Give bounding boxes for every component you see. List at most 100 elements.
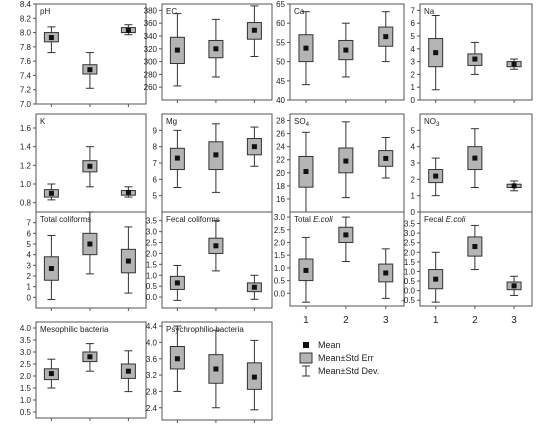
y-tick-label: 2.8 <box>146 387 158 396</box>
mean-marker <box>213 46 219 52</box>
panel-title: SO4 <box>294 117 310 128</box>
box-group-3 <box>246 274 262 300</box>
y-tick-label: 320 <box>144 45 158 54</box>
box-group-1 <box>169 13 185 87</box>
y-tick-label: 2.0 <box>20 372 32 381</box>
mean-marker <box>343 158 349 164</box>
y-tick-label: 2 <box>27 272 32 281</box>
y-tick-label: 380 <box>144 6 158 15</box>
y-tick-label: 340 <box>144 32 158 41</box>
mean-marker <box>303 45 309 51</box>
y-tick-label: 280 <box>144 70 158 79</box>
panel-title: Fecal E.coli <box>424 215 466 224</box>
y-tick-label: 6 <box>27 229 32 238</box>
mean-marker <box>174 47 180 53</box>
box-group-1 <box>298 11 314 86</box>
mean-marker <box>251 27 257 33</box>
y-tick-label: 0.8 <box>20 199 32 208</box>
y-tick-label: 2.0 <box>146 249 158 258</box>
panel-title: EC <box>166 7 177 16</box>
y-tick-label: 1.0 <box>20 396 32 405</box>
box-group-1 <box>169 129 185 188</box>
box-group-2 <box>208 18 224 78</box>
y-tick-label: 7.0 <box>20 100 32 109</box>
y-tick-label: 20 <box>276 169 285 178</box>
panel-title: Total coliforms <box>40 215 91 224</box>
y-tick-label: 3 <box>27 261 32 270</box>
mean-marker <box>472 56 478 62</box>
panel-title: pH <box>40 7 50 16</box>
box-group-2 <box>208 329 224 409</box>
box-group-3 <box>120 226 136 294</box>
x-category-label: 3 <box>383 315 389 326</box>
mean-marker <box>48 371 54 377</box>
box-group-3 <box>378 11 394 63</box>
y-tick-label: 65 <box>276 0 285 9</box>
x-category-label: 1 <box>303 315 309 326</box>
y-tick-label: 8.4 <box>20 0 32 9</box>
panel-title: Fecal coliforms <box>166 215 220 224</box>
mean-marker <box>213 152 219 158</box>
panel-k: 0.81.01.21.41.6K <box>20 113 147 215</box>
box-group-3 <box>246 5 262 57</box>
y-tick-label: 6 <box>153 175 158 184</box>
panel-frame <box>161 211 273 309</box>
legend-item-sd: Mean±Std Dev. <box>302 365 379 377</box>
mean-marker <box>303 267 309 273</box>
y-tick-label: 8.2 <box>20 14 32 23</box>
box-group-1 <box>428 251 444 303</box>
mean-marker <box>48 35 54 41</box>
box-group-1 <box>428 157 444 197</box>
y-tick-label: 2.0 <box>404 248 416 257</box>
box-group-2 <box>338 121 354 199</box>
y-tick-label: 1.0 <box>20 180 32 189</box>
y-tick-label: 7 <box>153 159 158 168</box>
y-tick-label: 3.0 <box>146 228 158 237</box>
y-tick-label: 1.0 <box>404 267 416 276</box>
y-tick-label: 2.5 <box>404 239 416 248</box>
panel-title: Ca <box>294 7 305 16</box>
y-tick-label: 0 <box>411 208 416 217</box>
box-group-2 <box>467 128 483 188</box>
y-tick-label: 8 <box>153 143 158 152</box>
box-group-1 <box>428 15 444 91</box>
y-tick-label: 5 <box>153 192 158 201</box>
legend-item-mean: Mean <box>303 340 341 350</box>
y-tick-label: 1 <box>27 283 32 292</box>
mean-marker <box>251 284 257 290</box>
y-tick-label: 1.2 <box>20 161 32 170</box>
mean-marker <box>125 27 131 33</box>
panel-title: NO3 <box>424 117 440 128</box>
y-tick-label: 4.0 <box>20 324 32 333</box>
y-tick-label: -0.5 <box>401 296 415 305</box>
y-tick-label: 2.5 <box>20 360 32 369</box>
y-tick-label: 3 <box>411 159 416 168</box>
mean-marker <box>174 356 180 362</box>
y-tick-label: 360 <box>144 19 158 28</box>
box-group-2 <box>208 220 224 272</box>
mean-marker <box>511 283 517 289</box>
y-tick-label: 0.5 <box>146 282 158 291</box>
box-group-3 <box>506 58 522 70</box>
y-tick-label: 5 <box>411 32 416 41</box>
y-tick-label: 7.6 <box>20 57 32 66</box>
box-group-3 <box>246 126 262 167</box>
box-group-3 <box>120 186 136 198</box>
mean-marker <box>48 190 54 196</box>
y-tick-label: 1.5 <box>146 260 158 269</box>
box-group-2 <box>338 216 354 263</box>
y-tick-label: 7 <box>411 6 416 15</box>
mean-marker <box>87 163 93 169</box>
y-tick-label: 1.5 <box>274 251 286 260</box>
box-group-1 <box>169 264 185 301</box>
y-tick-label: 3.2 <box>146 371 158 380</box>
y-tick-label: 0.5 <box>274 277 286 286</box>
y-tick-label: 1 <box>411 83 416 92</box>
x-category-label: 3 <box>511 315 517 326</box>
